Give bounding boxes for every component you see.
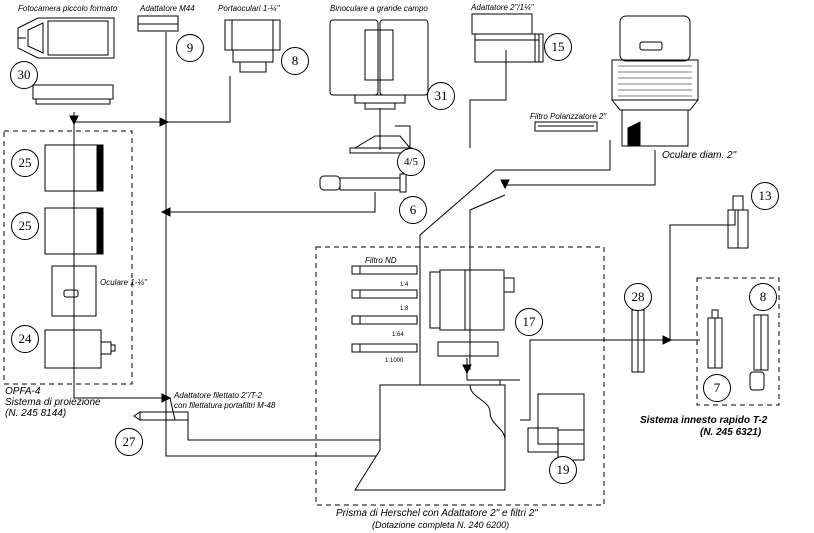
opfa-group-box [3,130,133,385]
part-6 [319,173,407,193]
part-number: 30 [10,61,38,89]
camera-part [17,17,115,59]
connection-line [469,50,507,148]
part-number: 13 [751,182,779,210]
part-number: 7 [703,374,731,402]
arrow [662,335,673,345]
connection-line [395,125,411,151]
label-threaded-adapter-2: con filettatura portafiltri M-48 [174,401,276,410]
connection-line [669,210,736,340]
part-number: 17 [515,308,543,336]
label-eyepiece-holder: Portaoculari 1-¼" [218,4,280,13]
part-27 [133,411,189,421]
label-t2-code: (N. 245 6321) [700,427,762,438]
connection-line [505,140,611,171]
opfa-part-25 [44,144,98,192]
connection-line [419,169,505,400]
arrow [69,115,79,126]
nd-ratio: 1:8 [400,306,409,312]
part-13 [727,195,749,249]
nd-filter [351,315,418,325]
part-t2-8 [749,314,769,391]
part-number: 25 [11,212,39,240]
binocular-part [329,19,429,110]
label-binocular: Binoculare a grande campo [330,4,428,13]
nd-filter [351,289,418,299]
part-number: 6 [399,196,427,224]
label-eyepiece-125: Oculare 1-¼" [100,278,147,287]
part-number: 31 [427,82,455,110]
eyepiece-grip [618,65,692,97]
label-opfa-system: Sistema di proiezione [5,397,101,408]
part-19 [527,393,585,461]
opfa-part-25b [44,207,98,255]
part-28 [631,304,645,373]
part-number: 24 [11,325,39,353]
label-adapter-2: Adattatore 2"/1¼" [471,3,534,12]
connection-line [520,339,670,421]
part-number: 25 [11,149,39,177]
part-number: 19 [549,456,577,484]
connection-line [466,358,520,381]
connection-line [166,192,376,213]
connection-line [469,194,506,370]
part-number: 4/5 [397,148,425,176]
nd-ratio: 1:4 [400,282,409,288]
connection-line [505,150,656,186]
camera-adapter [32,84,114,100]
part-number: 9 [176,34,204,62]
label-opfa-title: OPFA-4 [5,386,41,397]
part-t2-7 [707,309,723,369]
part-number: 15 [544,33,572,61]
nd-filter [351,265,418,275]
part-number: 28 [624,283,652,311]
label-polarizer: Filtro Polarizzatore 2" [530,112,607,121]
label-nd-filter: Filtro ND [365,256,397,265]
opfa-eyepiece [51,265,97,317]
part-number: 8 [281,47,309,75]
arrow [160,207,171,217]
arrow [161,393,172,403]
label-camera: Fotocamera piccolo formato [18,4,118,13]
label-opfa-code: (N. 245 8144) [5,408,67,419]
opfa-part-24 [44,329,102,369]
part-number: 27 [115,428,143,456]
nd-ratio: 1:1000 [385,358,404,364]
arrow [462,364,472,375]
herschel-prism [354,379,506,491]
t2-group-box [696,277,780,406]
label-eyepiece-2: Oculare diam. 2" [662,150,737,161]
label-t2-title: Sistema innesto rapido T-2 [640,415,768,426]
nd-filter [351,343,418,353]
eyepiece-2-part [611,15,699,147]
arrow [159,117,170,127]
label-adapter-m44: Adattatore M44 [140,4,195,13]
label-herschel-title: Prisma di Herschel con Adattatore 2" e f… [336,508,538,519]
adapter-2-part [471,13,544,63]
connection-line [74,76,231,123]
herschel-group-box [315,246,605,506]
nd-ratio: 1:64 [392,332,404,338]
part-17 [429,269,515,357]
part-number: 8 [749,283,777,311]
label-herschel-code: (Dotazione completa N. 240 6200) [372,520,510,530]
arrow [500,179,510,190]
eyepiece-holder-part [224,19,281,73]
label-threaded-adapter-1: Adattatore filettato 2"/T-2 [174,391,262,400]
connection-line [73,112,170,399]
